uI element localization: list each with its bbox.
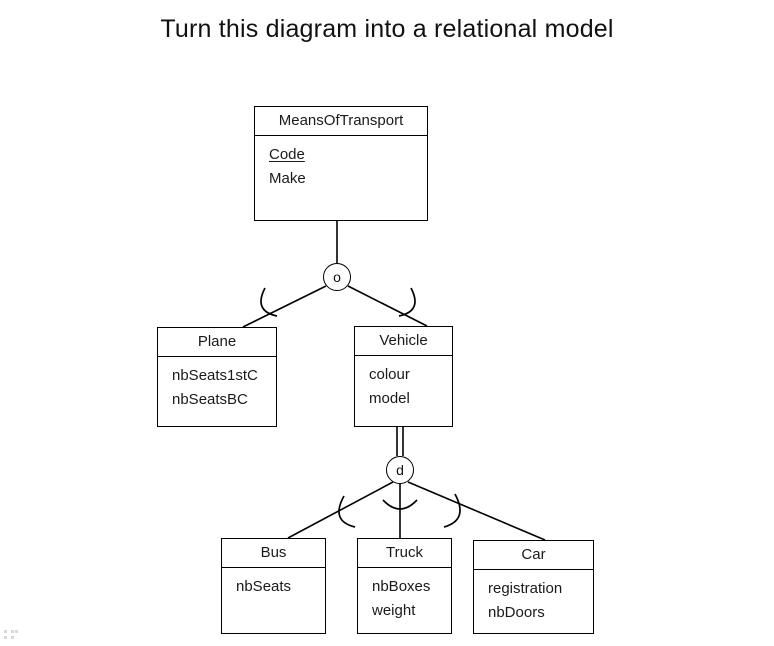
generalization-circle-overlapping[interactable]: o bbox=[323, 263, 351, 291]
entity-attributes: Code Make bbox=[255, 136, 427, 190]
subset-arc-vehicle bbox=[398, 287, 416, 317]
edge-d-to-car bbox=[407, 481, 546, 541]
attribute: nbBoxes bbox=[372, 578, 431, 595]
entity-vehicle[interactable]: Vehicle colour model bbox=[354, 326, 453, 427]
subset-arc-plane bbox=[260, 287, 278, 317]
entity-name: Truck bbox=[358, 539, 451, 568]
entity-attributes: registration nbDoors bbox=[474, 570, 593, 624]
edge-o-to-vehicle bbox=[347, 285, 428, 327]
entity-name: Bus bbox=[222, 539, 325, 568]
subset-arc-bus bbox=[338, 495, 356, 528]
entity-name: Car bbox=[474, 541, 593, 570]
attribute: Make bbox=[269, 169, 306, 187]
entity-name: Vehicle bbox=[355, 327, 452, 356]
generalization-circle-disjoint[interactable]: d bbox=[386, 456, 414, 484]
attribute-primary-key: Code bbox=[269, 146, 305, 163]
attribute: nbSeats1stC bbox=[172, 367, 258, 384]
page-title: Turn this diagram into a relational mode… bbox=[160, 15, 614, 43]
entity-means-of-transport[interactable]: MeansOfTransport Code Make bbox=[254, 106, 428, 221]
attribute: nbSeatsBC bbox=[172, 390, 248, 408]
entity-name: Plane bbox=[158, 328, 276, 357]
entity-attributes: nbBoxes weight bbox=[358, 568, 451, 622]
generalization-symbol: o bbox=[333, 269, 341, 285]
attribute: registration bbox=[488, 580, 563, 597]
edge-o-to-plane bbox=[242, 285, 327, 328]
entity-attributes: nbSeats bbox=[222, 568, 325, 599]
attribute: model bbox=[369, 389, 410, 407]
edge-d-to-bus bbox=[287, 481, 394, 539]
attribute: colour bbox=[369, 366, 410, 383]
attribute: weight bbox=[372, 601, 416, 619]
attribute: nbSeats bbox=[236, 578, 292, 595]
entity-bus[interactable]: Bus nbSeats bbox=[221, 538, 326, 634]
entity-truck[interactable]: Truck nbBoxes weight bbox=[357, 538, 452, 634]
attribute: nbDoors bbox=[488, 603, 545, 621]
entity-name: MeansOfTransport bbox=[255, 107, 427, 136]
corner-artifact-dots bbox=[4, 630, 18, 640]
subset-arc-car bbox=[443, 493, 461, 528]
subset-arc-truck bbox=[382, 499, 418, 510]
entity-car[interactable]: Car registration nbDoors bbox=[473, 540, 594, 634]
entity-attributes: colour model bbox=[355, 356, 452, 410]
entity-attributes: nbSeats1stC nbSeatsBC bbox=[158, 357, 276, 411]
generalization-symbol: d bbox=[396, 462, 404, 478]
entity-plane[interactable]: Plane nbSeats1stC nbSeatsBC bbox=[157, 327, 277, 427]
